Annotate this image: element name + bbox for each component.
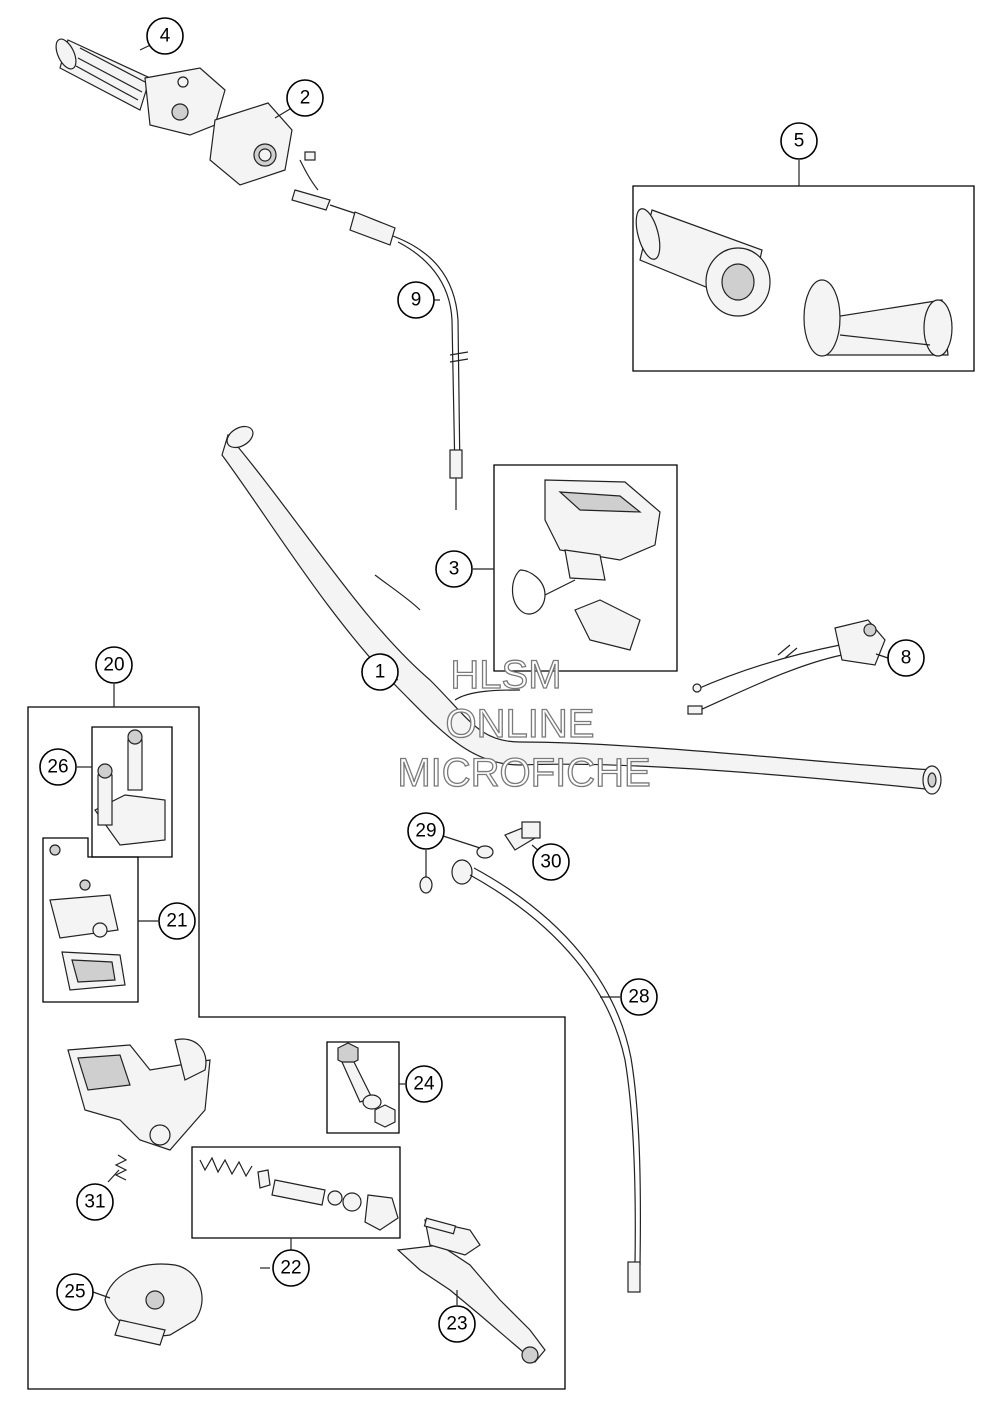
callout-31: 31 — [76, 1183, 114, 1221]
svg-text:22: 22 — [280, 1258, 301, 1279]
callout-4: 4 — [146, 17, 184, 55]
callout-20: 20 — [95, 646, 133, 684]
callout-26: 26 — [39, 748, 77, 786]
svg-text:5: 5 — [794, 131, 805, 152]
callout-21: 21 — [158, 902, 196, 940]
svg-text:26: 26 — [47, 757, 68, 778]
svg-text:21: 21 — [166, 911, 187, 932]
callout-3: 3 — [435, 550, 473, 588]
callout-2: 2 — [286, 79, 324, 117]
brake-lever — [396, 1217, 546, 1364]
lever-pivot-bolt — [337, 1042, 396, 1128]
group-box-22 — [191, 1146, 401, 1239]
handlebar — [221, 425, 942, 795]
group-box-26 — [91, 726, 173, 858]
reservoir-cover — [49, 844, 126, 991]
svg-text:8: 8 — [901, 648, 912, 669]
grip-set — [635, 208, 953, 357]
svg-text:20: 20 — [103, 655, 124, 676]
svg-text:24: 24 — [413, 1074, 435, 1095]
callout-30: 30 — [532, 843, 570, 881]
callout-22: 22 — [272, 1249, 310, 1287]
svg-text:29: 29 — [415, 821, 436, 842]
svg-text:1: 1 — [375, 662, 386, 683]
svg-text:28: 28 — [628, 987, 649, 1008]
throttle-cable — [291, 189, 469, 510]
svg-text:30: 30 — [540, 852, 561, 873]
callout-29: 29 — [407, 812, 445, 850]
callout-24: 24 — [405, 1065, 443, 1103]
svg-text:2: 2 — [300, 88, 311, 109]
callout-1: 1 — [361, 653, 399, 691]
svg-text:9: 9 — [411, 290, 422, 311]
washer — [419, 845, 494, 894]
svg-text:3: 3 — [449, 559, 460, 580]
callout-9: 9 — [397, 281, 435, 319]
callout-28: 28 — [620, 978, 658, 1016]
callout-25: 25 — [56, 1273, 94, 1311]
group-box-5 — [632, 185, 975, 372]
svg-text:23: 23 — [446, 1314, 467, 1335]
watermark: HLSM ONLINE MICROFICHE — [397, 652, 652, 795]
kill-switch — [511, 479, 661, 651]
throttle-grip-assembly — [55, 38, 226, 136]
watermark-line-1: HLSM — [450, 653, 561, 697]
brake-line — [451, 859, 642, 1293]
callout-23: 23 — [438, 1305, 476, 1343]
wiring-harness — [687, 619, 886, 715]
group-box-20 — [27, 706, 566, 1390]
brake-master-cylinder — [67, 1038, 211, 1151]
callout-5: 5 — [780, 122, 818, 160]
set-screw-spring — [107, 1154, 128, 1183]
banjo-bolt — [504, 821, 541, 851]
svg-text:25: 25 — [64, 1282, 85, 1303]
watermark-line-3: MICROFICHE — [397, 751, 650, 795]
throttle-housing-cover — [209, 102, 319, 191]
group-box-21 — [42, 837, 139, 1003]
piston-kit — [199, 1156, 399, 1231]
group-box-3 — [493, 464, 678, 672]
watermark-line-2: ONLINE — [446, 702, 595, 746]
svg-text:31: 31 — [84, 1192, 105, 1213]
group-box-24 — [326, 1041, 400, 1134]
lever-cover — [104, 1263, 203, 1346]
svg-text:4: 4 — [160, 26, 171, 47]
handlebar-clamp — [94, 729, 166, 846]
callout-8: 8 — [887, 639, 925, 677]
